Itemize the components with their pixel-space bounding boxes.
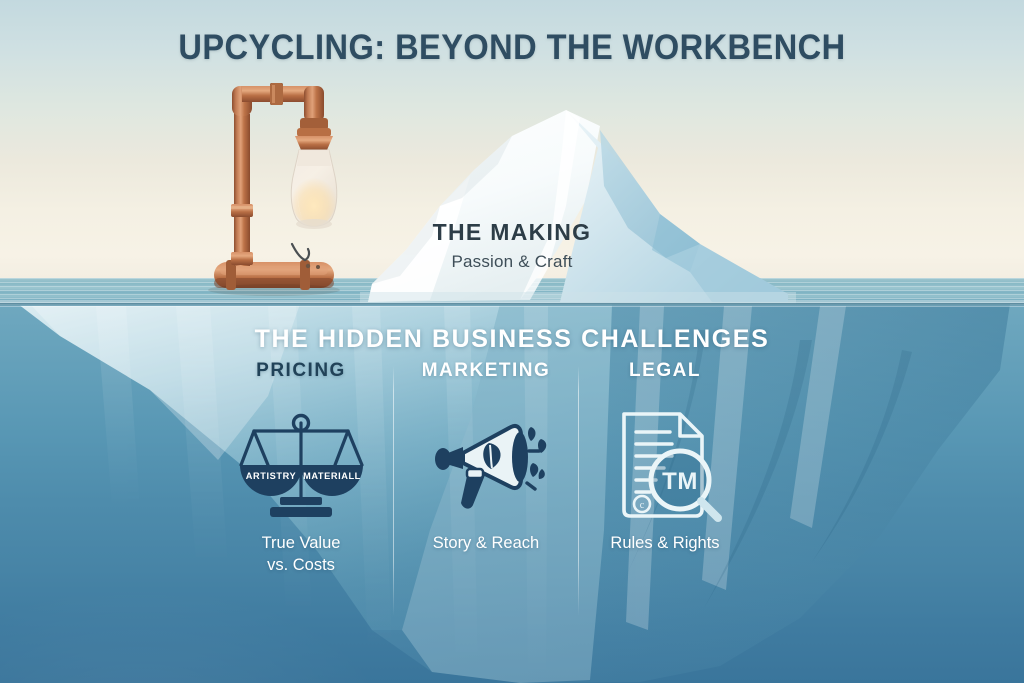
column-legal-caption: Rules & Rights: [572, 532, 758, 554]
iceberg-tip-heading: THE MAKING: [432, 219, 592, 245]
iceberg-tip: [360, 110, 796, 304]
column-marketing-heading: MARKETING: [421, 360, 551, 381]
column-marketing-caption: Story & Reach: [393, 532, 579, 554]
column-legal: LEGAL c: [572, 360, 758, 554]
iceberg-tip-subheading: Passion & Craft: [451, 252, 573, 271]
column-legal-heading: LEGAL: [629, 360, 701, 381]
caption-line-1: Rules & Rights: [610, 534, 720, 552]
column-pricing-caption: True Value vs. Costs: [208, 532, 394, 577]
megaphone-leaf-icon: [393, 406, 579, 524]
scale-left-label: ARTISTRY: [246, 471, 296, 481]
balance-scales-icon: ARTISTRY MATERIALL: [208, 406, 394, 524]
column-marketing: MARKETING: [393, 360, 579, 554]
page-title: UPCYCLING: BEYOND THE WORKBENCH: [178, 28, 846, 67]
column-divider-2: [578, 366, 579, 616]
column-divider-1: [393, 366, 394, 616]
svg-text:c: c: [640, 500, 645, 511]
underwater-heading: THE HIDDEN BUSINESS CHALLENGES: [254, 325, 770, 353]
document-trademark-magnifier-icon: c TM: [572, 406, 758, 524]
magnifier-label: TM: [662, 468, 698, 495]
waterline: [0, 303, 1024, 306]
caption-line-1: True Value: [261, 534, 341, 552]
caption-line-2: vs. Costs: [267, 556, 335, 575]
copper-pipe-lamp: [208, 83, 340, 296]
column-pricing-heading: PRICING: [256, 360, 346, 381]
challenge-columns: PRICING ARTISTRY: [0, 360, 1024, 620]
caption-line-1: Story & Reach: [432, 534, 540, 552]
scale-right-label: MATERIALL: [303, 471, 361, 481]
column-pricing: PRICING ARTISTRY: [208, 360, 394, 577]
